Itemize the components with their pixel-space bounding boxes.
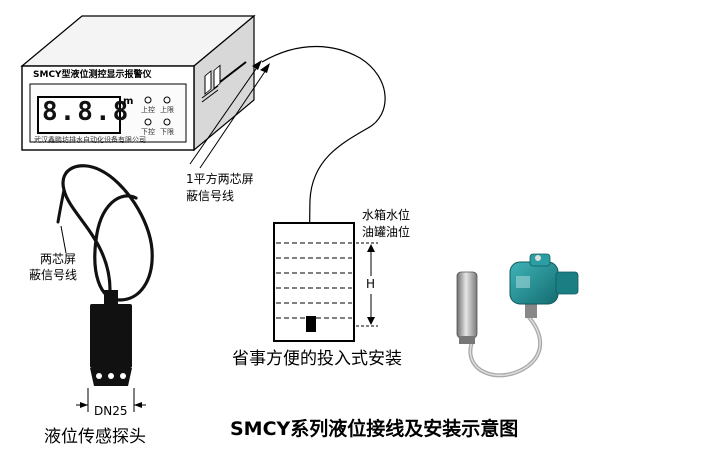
instrument-panel-title: SMCY型液位测控显示报警仪	[33, 70, 152, 80]
tank-level-label-water: 水箱水位	[362, 208, 411, 222]
probe-cable-label-line2: 蔽信号线	[29, 268, 78, 282]
instrument-led-display: 8.8.8	[42, 97, 131, 127]
cable-leader-arrow	[189, 60, 270, 169]
cable-label-line1: 1平方两芯屏	[186, 172, 254, 186]
controller-instrument	[20, 14, 256, 152]
probe-sensor	[56, 164, 154, 412]
tank	[273, 222, 355, 342]
instrument-company: 武汉鑫鹏坊排水自动化设备有限公司	[34, 136, 146, 144]
instrument-button-lower-control: 下控	[141, 128, 155, 136]
instrument-button-upper-control: 上控	[141, 106, 155, 114]
instrument-button-lower-limit: 下限	[160, 128, 174, 136]
height-dimension	[356, 242, 378, 327]
height-label: H	[366, 277, 376, 291]
instrument-unit: m	[123, 96, 134, 107]
install-caption: 省事方便的投入式安装	[232, 349, 402, 369]
cable-label-line2: 蔽信号线	[186, 189, 235, 203]
tank-level-label-oil: 油罐油位	[362, 225, 411, 239]
pressure-transmitter	[456, 253, 579, 378]
probe-cable-label-line1: 两芯屏	[40, 252, 77, 266]
main-title: SMCY系列液位接线及安装示意图	[230, 418, 519, 440]
probe-caption: 液位传感探头	[44, 427, 146, 447]
dn-label: DN25	[94, 404, 128, 418]
instrument-button-upper-limit: 上限	[160, 106, 174, 114]
